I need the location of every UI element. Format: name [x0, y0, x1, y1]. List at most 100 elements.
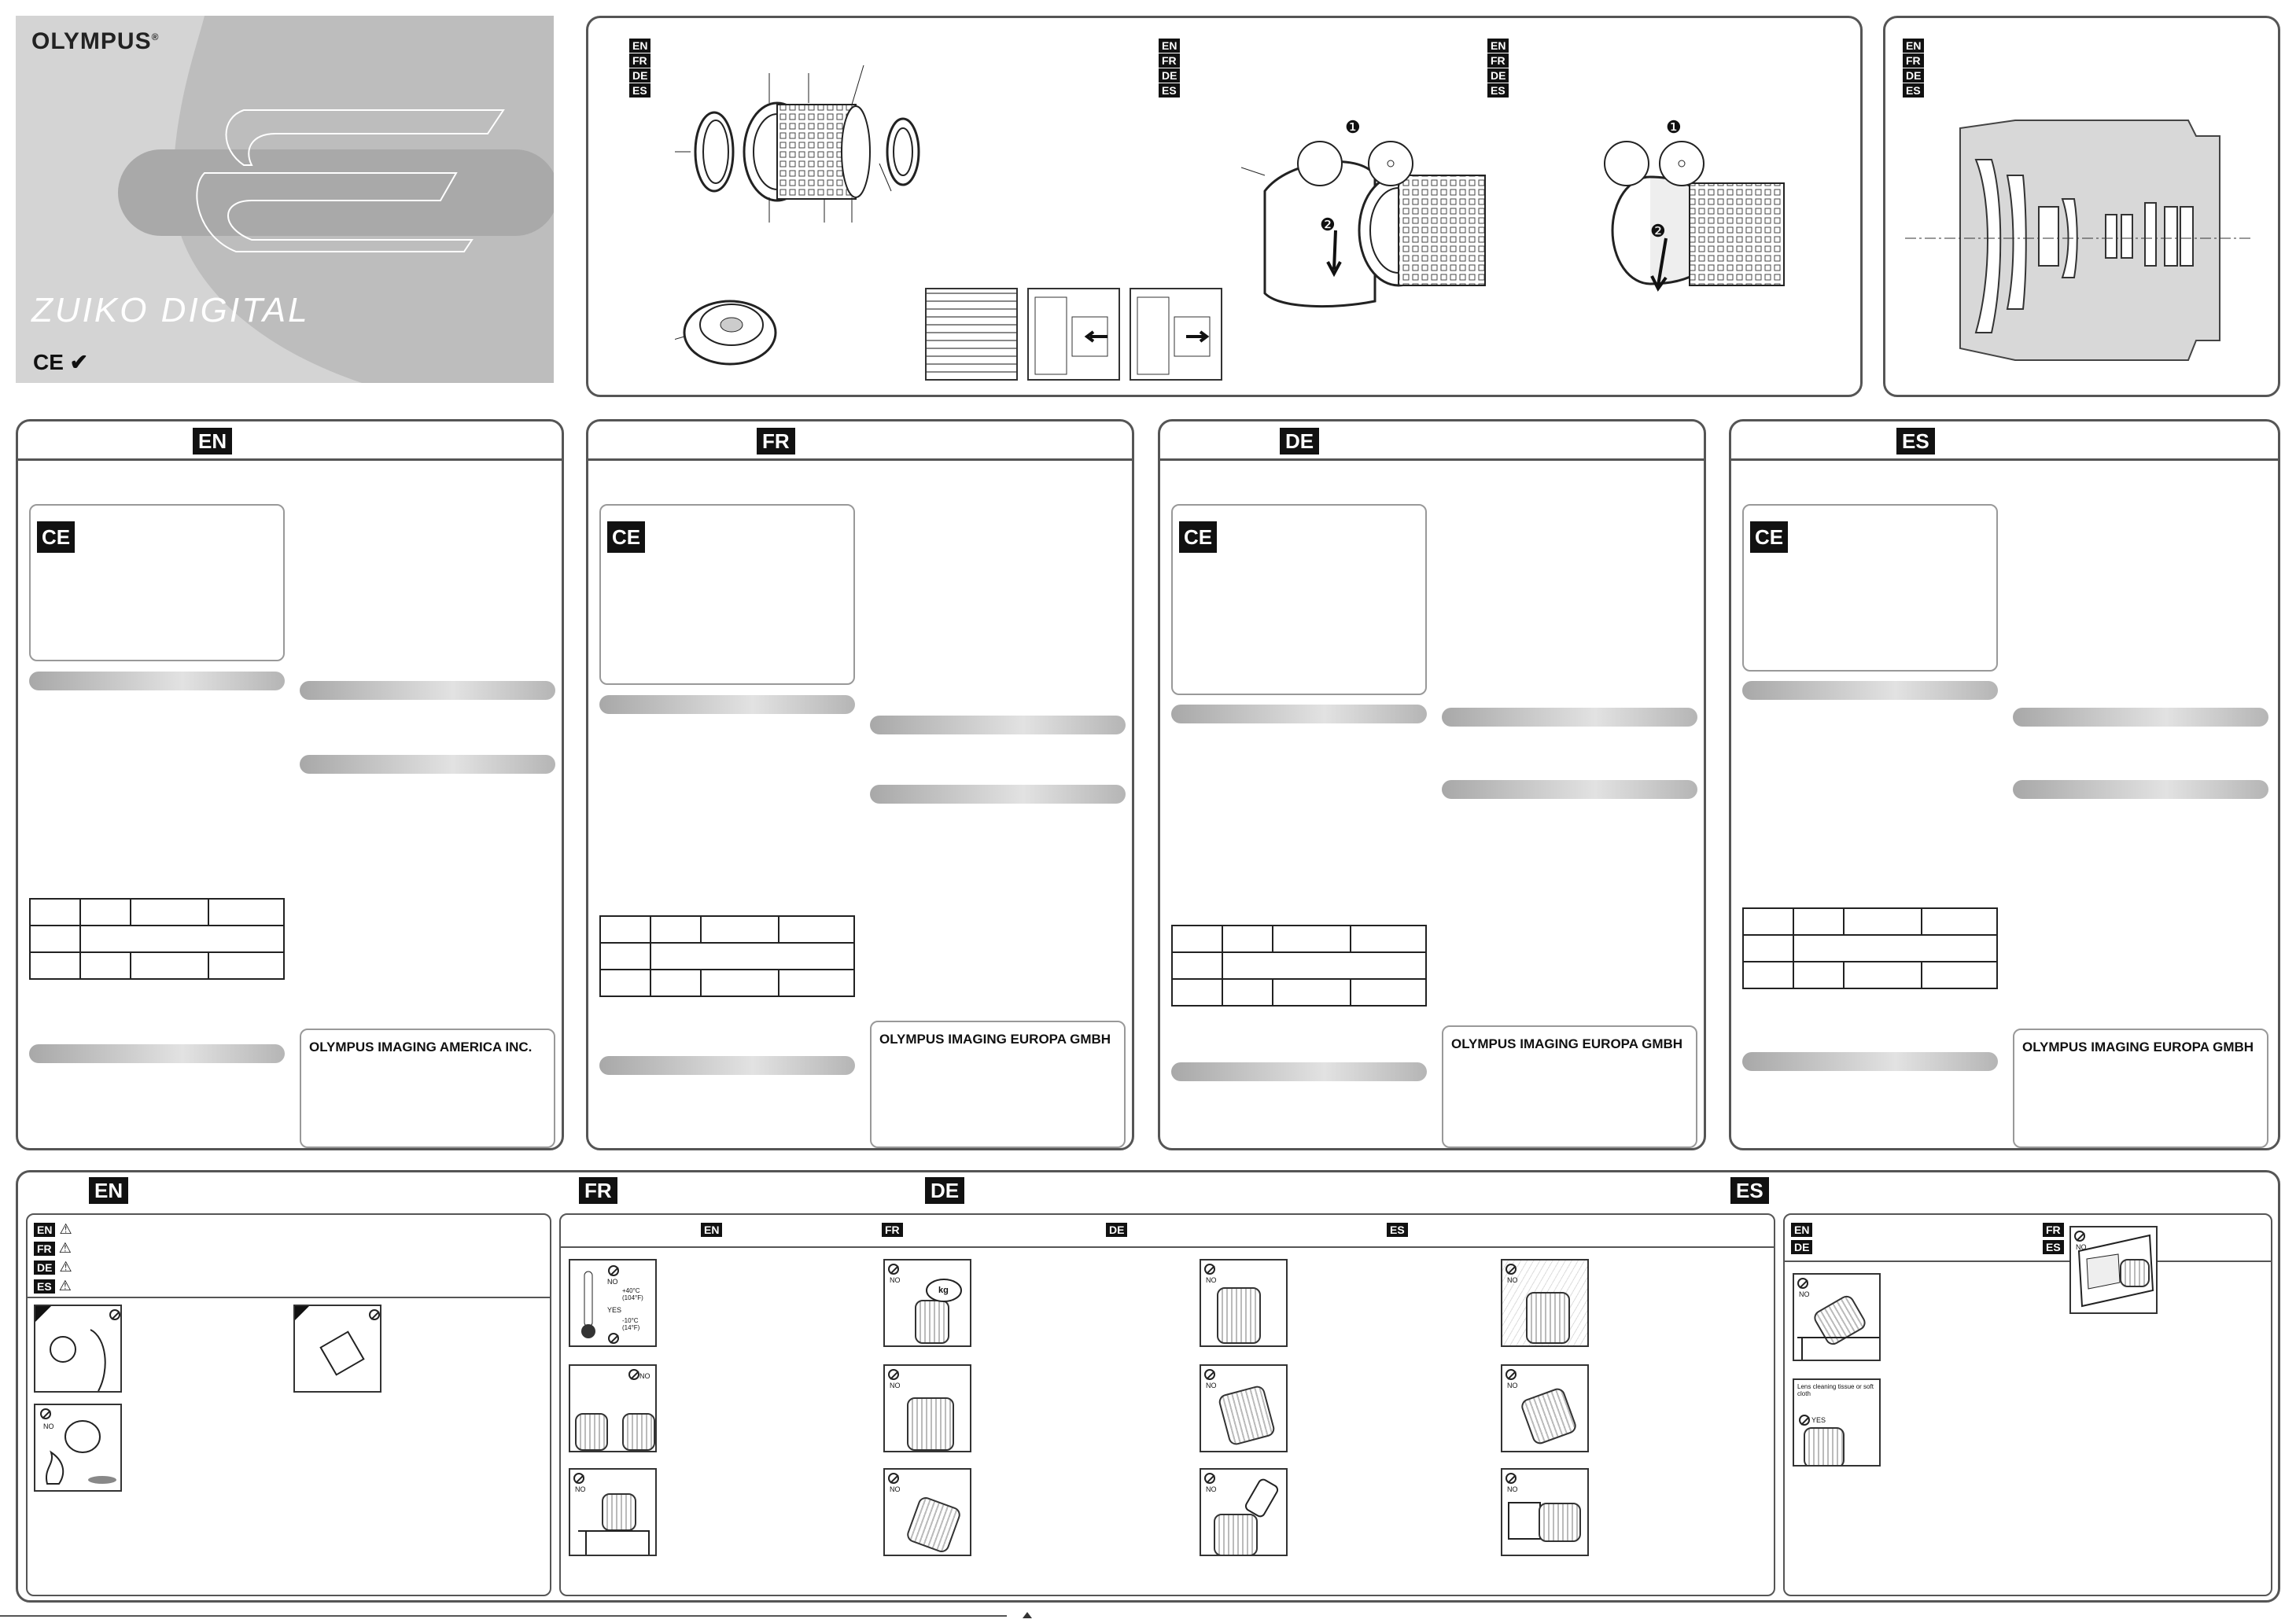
lang-tag: DE — [1903, 68, 1925, 83]
section-heading-bar — [300, 681, 555, 700]
ce-mark-icon: CE — [1750, 521, 1788, 553]
focus-scale-diagram-2 — [1027, 288, 1120, 381]
lang-tag: FR — [34, 1242, 55, 1256]
no-prohibited-icon — [1204, 1369, 1215, 1380]
header-divider — [1160, 458, 1704, 461]
care-solvent-illustration: NO — [1200, 1468, 1288, 1556]
no-prohibited-icon — [1505, 1473, 1517, 1484]
lang-tags-parts: EN FR DE ES — [629, 39, 653, 98]
no-prohibited-icon — [1797, 1278, 1808, 1289]
spec-table — [1742, 907, 1998, 989]
no-label: NO — [639, 1372, 650, 1380]
section-de: DE CE OLYMPUS IMAGING EUROPA GMBH — [1158, 419, 1706, 1150]
yes-label: YES — [607, 1306, 622, 1314]
care-heat-car-illustration: NO — [1501, 1364, 1589, 1452]
temp-high-label: +40°C (104°F) — [622, 1287, 643, 1301]
fold-line — [0, 1615, 1007, 1617]
fold-line-arrow — [1023, 1612, 1032, 1618]
hood-reverse-step-2-badge: ❷ — [1650, 221, 1666, 241]
warning-lang-list: EN ⚠ FR ⚠ DE ⚠ ES ⚠ — [34, 1220, 72, 1295]
section-heading-bar — [870, 716, 1126, 734]
lang-heading-en: EN — [193, 428, 233, 455]
section-heading-bar — [1171, 705, 1427, 723]
lang-tag: EN — [34, 1223, 56, 1237]
lang-tag: ES — [629, 83, 650, 98]
care-table-edge-illustration: NO — [569, 1468, 657, 1556]
cover-panel: OLYMPUS® ZUIKO DIGITAL CE ✔ — [16, 16, 554, 383]
section-fr: FR CE OLYMPUS IMAGING EUROPA GMBH — [586, 419, 1134, 1150]
no-label: NO — [890, 1276, 901, 1284]
lens-icon — [1526, 1292, 1570, 1344]
lang-tag: ES — [2043, 1240, 2064, 1254]
lang-tag: FR — [1159, 53, 1180, 68]
care-temperature-illustration: NO +40°C (104°F) YES -10°C (14°F) — [569, 1259, 657, 1347]
lang-tag: EN — [1487, 39, 1509, 53]
storage-lang-tags-right: FR ES — [2043, 1221, 2064, 1256]
no-label: NO — [575, 1485, 586, 1493]
care-camera-grip-illustration: NO — [1501, 1468, 1589, 1556]
section-heading-bar — [870, 785, 1126, 804]
lens-icon — [1539, 1503, 1581, 1542]
lang-tag: EN — [1903, 39, 1925, 53]
company-name: OLYMPUS IMAGING EUROPA GMBH — [879, 1032, 1111, 1047]
section-heading-bar — [1171, 1062, 1427, 1081]
ce-mark-icon: CE — [607, 521, 645, 553]
lens-parts-panel: EN FR DE ES EN FR DE ES EN FR DE ES — [586, 16, 1863, 397]
lang-heading-fr: FR — [757, 428, 795, 455]
temp-low-label: -10°C (14°F) — [622, 1317, 640, 1331]
storage-shelf-illustration: NO — [1793, 1273, 1881, 1361]
lang-heading-es-bottom: ES — [1730, 1177, 1769, 1204]
care-water-illustration: NO — [883, 1468, 971, 1556]
header-divider — [561, 1246, 1774, 1248]
lang-heading-en-bottom: EN — [89, 1177, 129, 1204]
cleaning-note-text: Lens cleaning tissue or soft cloth — [1797, 1383, 1874, 1397]
lens-hood-reverse-drawing — [1604, 141, 1785, 292]
warning-icon: ⚠ — [58, 1240, 72, 1256]
no-prohibited-icon — [608, 1265, 619, 1276]
header-divider — [588, 458, 1132, 461]
ce-mark-icon: CE — [1179, 521, 1217, 553]
care-hand-cleaning-illustration: NO — [1200, 1259, 1288, 1347]
no-label: NO — [1507, 1382, 1518, 1389]
no-label: NO — [890, 1382, 901, 1389]
lens-construction-panel: EN FR DE ES — [1883, 16, 2280, 397]
lang-tag: EN — [701, 1223, 723, 1237]
lens-icon — [915, 1300, 949, 1344]
care-subpanel: EN FR DE ES NO +40°C (104°F) YES -10°C (… — [559, 1213, 1775, 1596]
storage-subpanel: EN DE FR ES NO NO Lens cleaning tissue o… — [1783, 1213, 2272, 1596]
no-label: NO — [1206, 1382, 1217, 1389]
no-label: NO — [1507, 1485, 1518, 1493]
no-prohibited-icon — [888, 1264, 899, 1275]
storage-lang-tags-left: EN DE — [1791, 1221, 1813, 1256]
section-heading-bar — [1442, 780, 1697, 799]
no-prohibited-icon — [608, 1333, 619, 1344]
focus-scale-diagram-1 — [925, 288, 1018, 381]
lens-icon — [602, 1493, 636, 1531]
care-weight-illustration: NO kg — [883, 1259, 971, 1347]
section-heading-bar — [1442, 708, 1697, 727]
yes-label: YES — [1811, 1416, 1826, 1424]
lang-tags-hood-attach: EN FR DE ES — [1159, 39, 1182, 98]
section-heading-bar — [599, 695, 855, 714]
company-address-box: OLYMPUS IMAGING EUROPA GMBH — [2013, 1029, 2268, 1148]
no-prohibited-icon — [2074, 1231, 2085, 1242]
no-label: NO — [890, 1485, 901, 1493]
header-divider — [28, 1297, 550, 1298]
lang-heading-de: DE — [1280, 428, 1320, 455]
lang-tag: ES — [1487, 83, 1509, 98]
section-es: ES CE OLYMPUS IMAGING EUROPA GMBH — [1729, 419, 2280, 1150]
lens-icon — [1217, 1287, 1261, 1344]
lens-icon — [1519, 1386, 1579, 1447]
lens-icon — [2120, 1259, 2150, 1287]
no-prohibited-icon — [369, 1309, 380, 1320]
lang-tag: FR — [629, 53, 650, 68]
cover-swoosh-graphic — [118, 16, 554, 383]
lens-icon — [907, 1397, 954, 1451]
lang-tag: DE — [1159, 68, 1181, 83]
certification-marks: CE ✔ — [33, 350, 89, 374]
no-prohibited-icon — [888, 1369, 899, 1380]
care-drop-illustration: NO — [1200, 1364, 1288, 1452]
section-heading-bar — [300, 755, 555, 774]
ce-notice-box: CE — [29, 504, 285, 661]
lens-icon — [905, 1495, 963, 1555]
